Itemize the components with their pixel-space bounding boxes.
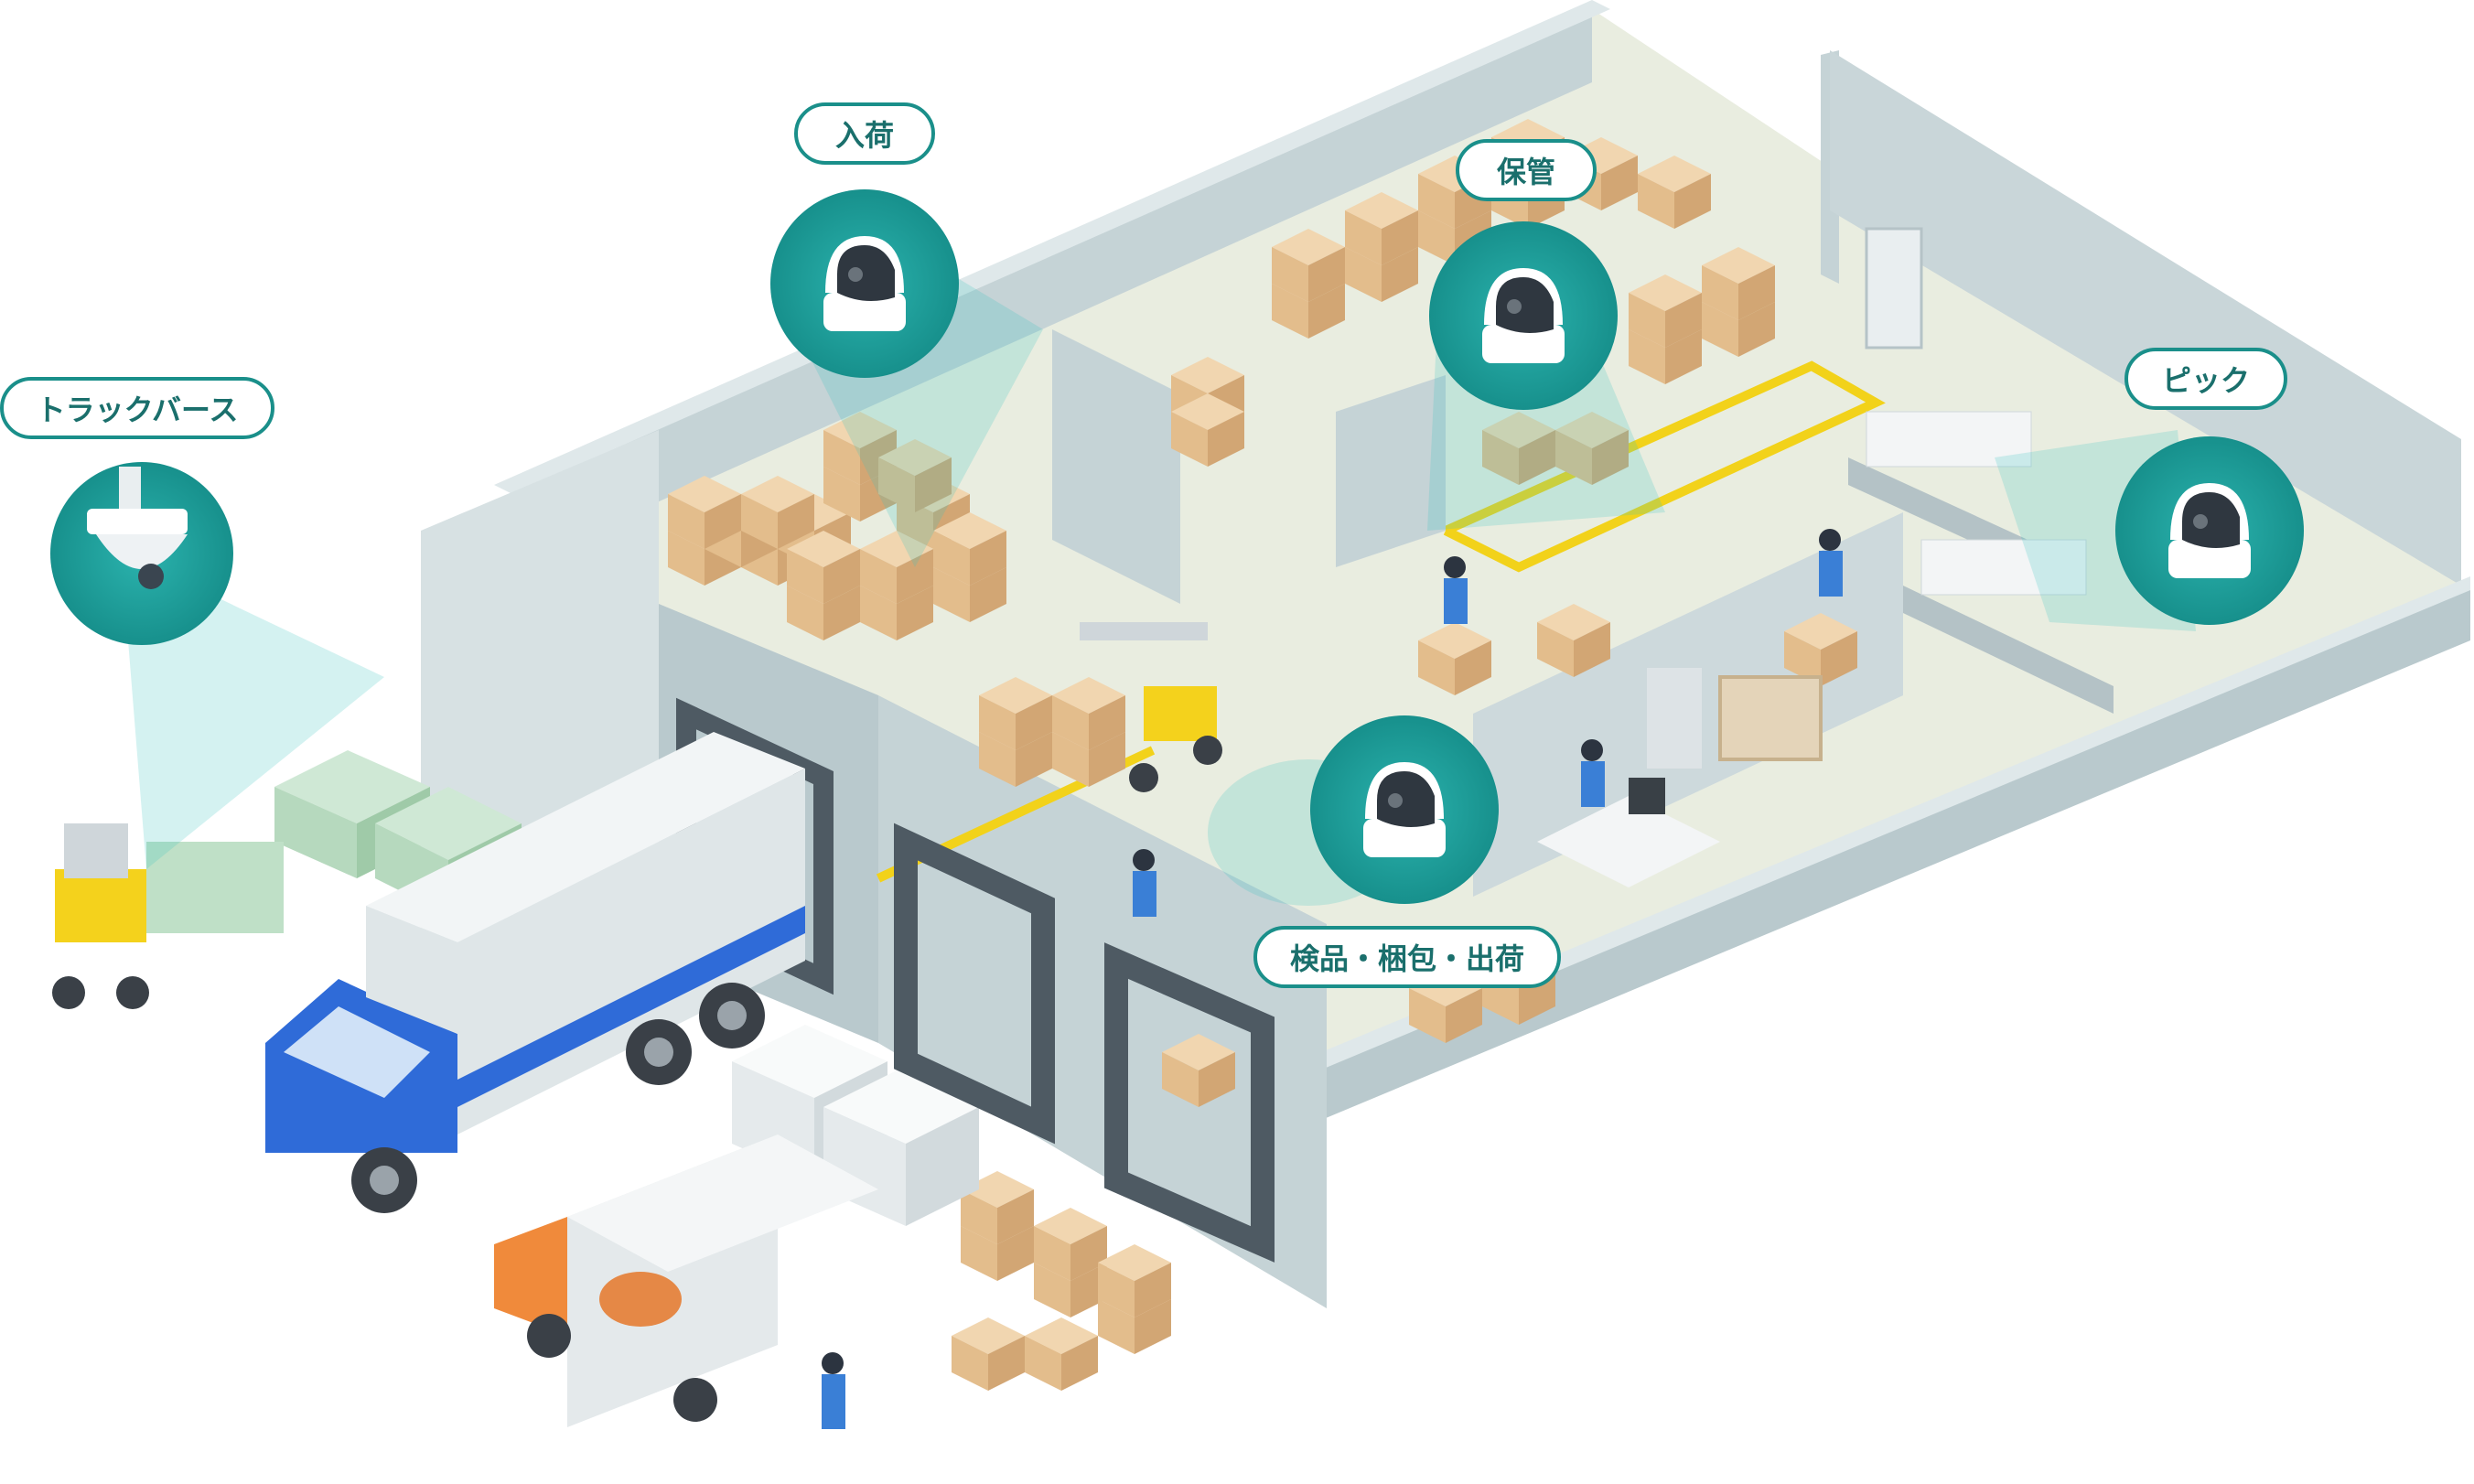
beam-truck-berth xyxy=(128,586,384,869)
back-wall-left xyxy=(512,9,1592,567)
back-wall-left-face xyxy=(494,0,1610,494)
label-receiving: 入荷 xyxy=(794,102,935,165)
ptz-camera-icon xyxy=(1363,762,1446,857)
label-storage: 保管 xyxy=(1456,139,1597,201)
camera-inspection xyxy=(1310,715,1499,904)
floor-line-storage xyxy=(1443,360,1886,573)
ptz-camera-icon xyxy=(823,236,906,331)
door xyxy=(1865,227,1923,349)
dome-camera-icon xyxy=(87,467,188,589)
blue-truck xyxy=(265,732,805,1213)
forklift-outside xyxy=(52,823,284,1009)
front-wall xyxy=(1308,586,2470,1125)
camera-receiving xyxy=(770,189,959,378)
dock-face xyxy=(878,695,1327,1308)
orange-truck xyxy=(494,1135,878,1427)
picking-shelves xyxy=(1848,411,2114,714)
label-truck-berth: トラックバース xyxy=(0,377,274,439)
label-inspection: 検品・梱包・出荷 xyxy=(1253,926,1561,988)
office-area xyxy=(1537,668,1823,887)
partition-wall-2 xyxy=(1336,375,1446,567)
workers xyxy=(822,529,1843,1429)
label-picking: ピック xyxy=(2124,348,2287,410)
camera-picking xyxy=(2115,436,2304,625)
ptz-camera-icon xyxy=(2168,483,2251,578)
partition-wall-1 xyxy=(1052,329,1180,604)
outside-boxes xyxy=(952,1171,1171,1391)
camera-storage xyxy=(1429,221,1618,410)
front-wall-top xyxy=(1299,576,2470,1075)
ptz-camera-icon xyxy=(1482,268,1565,363)
right-back-wall xyxy=(1830,50,2461,586)
camera-truck-berth xyxy=(50,462,233,645)
forklift-inside xyxy=(1080,622,1222,792)
